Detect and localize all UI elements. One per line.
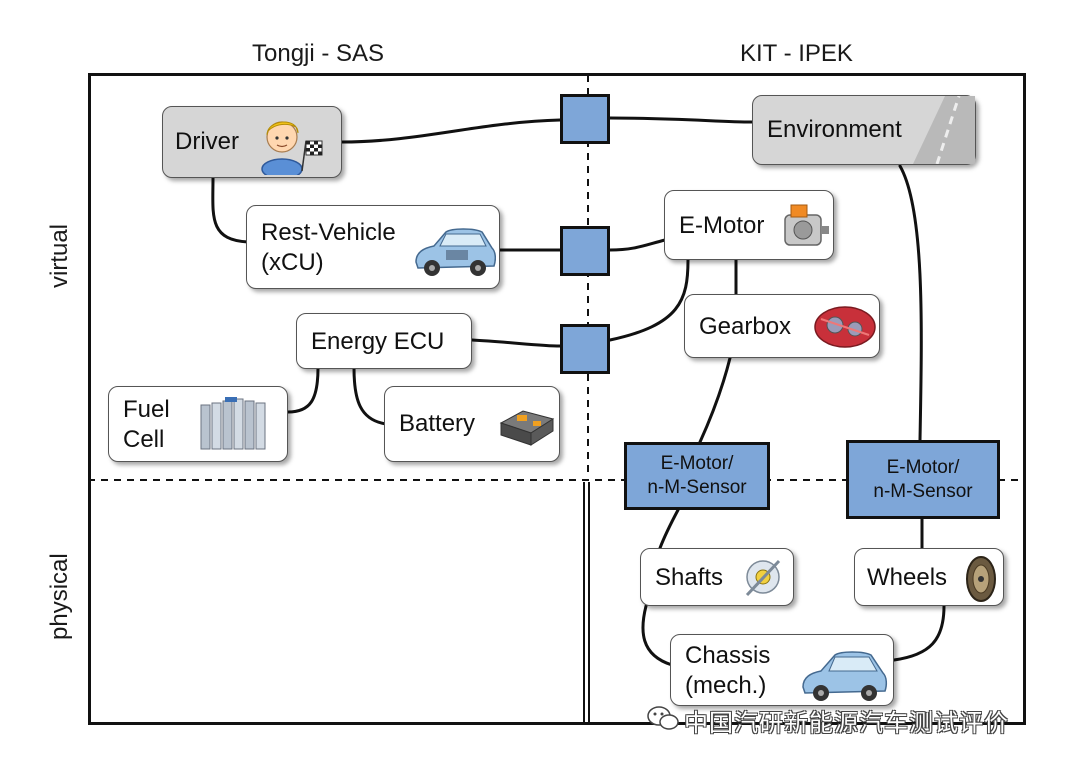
link-energyecu-battery [352,366,388,426]
watermark-text: 中国汽研新能源汽车测试评价 [684,710,1009,737]
link-wheels-chassis [892,604,946,662]
wheels-node: Wheels [854,548,1004,606]
rest-vehicle-label: Rest-Vehicle (xCU) [261,219,396,276]
shafts-node: Shafts [640,548,794,606]
fuel-cell-label: Fuel Cell [123,396,170,453]
link-port-emotor [608,238,667,252]
column-title-kit: KIT - IPEK [740,40,853,67]
interface-port-vehicle [560,226,610,276]
battery-label: Battery [399,410,476,437]
link-environment-sensor [898,164,923,442]
wheel-icon [966,556,996,602]
gearbox-label: Gearbox [699,313,792,340]
environment-label: Environment [767,116,902,143]
driver-person-icon [261,121,323,175]
column-title-tongji: Tongji - SAS [252,40,385,67]
chassis-label: Chassis (mech.) [685,642,771,699]
wheels-label: Wheels [867,564,948,591]
car-icon [802,651,888,701]
rest-vehicle-node: Rest-Vehicle (xCU) [246,205,500,289]
link-energyecu-fuelcell [286,366,320,414]
driver-node: Driver [162,106,342,178]
road-icon [913,96,975,164]
link-shafts-chassis [641,604,674,667]
link-gearbox-sensor [698,356,732,444]
link-driver-port [340,118,562,144]
battery-node: Battery [384,386,560,462]
diagram-frame [88,73,1026,725]
e-motor-label: E-Motor [679,212,765,239]
link-sensor-shafts [658,508,680,550]
interface-port-driver [560,94,610,144]
e-motor-icon [784,204,829,246]
fuel-cell-icon [200,397,266,450]
energy-ecu-label: Energy ECU [311,328,445,355]
driver-label: Driver [175,128,239,155]
shafts-label: Shafts [655,564,724,591]
e-motor-sensor-left: E-Motor/ n-M-Sensor [624,442,770,510]
battery-icon [499,410,555,446]
e-motor-sensor-right: E-Motor/ n-M-Sensor [846,440,1000,519]
chassis-node: Chassis (mech.) [670,634,894,706]
environment-node: Environment [752,95,976,165]
wechat-logo-icon [647,706,679,730]
link-port-emotor-2 [608,258,690,342]
gearbox-icon [814,306,876,348]
e-motor-node: E-Motor [664,190,834,260]
link-port-environment [608,116,754,124]
car-icon [415,228,496,276]
link-energyecu-port [470,338,562,348]
gearbox-node: Gearbox [684,294,880,358]
interface-port-energy [560,324,610,374]
energy-ecu-node: Energy ECU [296,313,472,369]
fuel-cell-node: Fuel Cell [108,386,288,462]
link-driver-restvehicle [211,176,250,244]
shaft-icon [745,559,781,597]
